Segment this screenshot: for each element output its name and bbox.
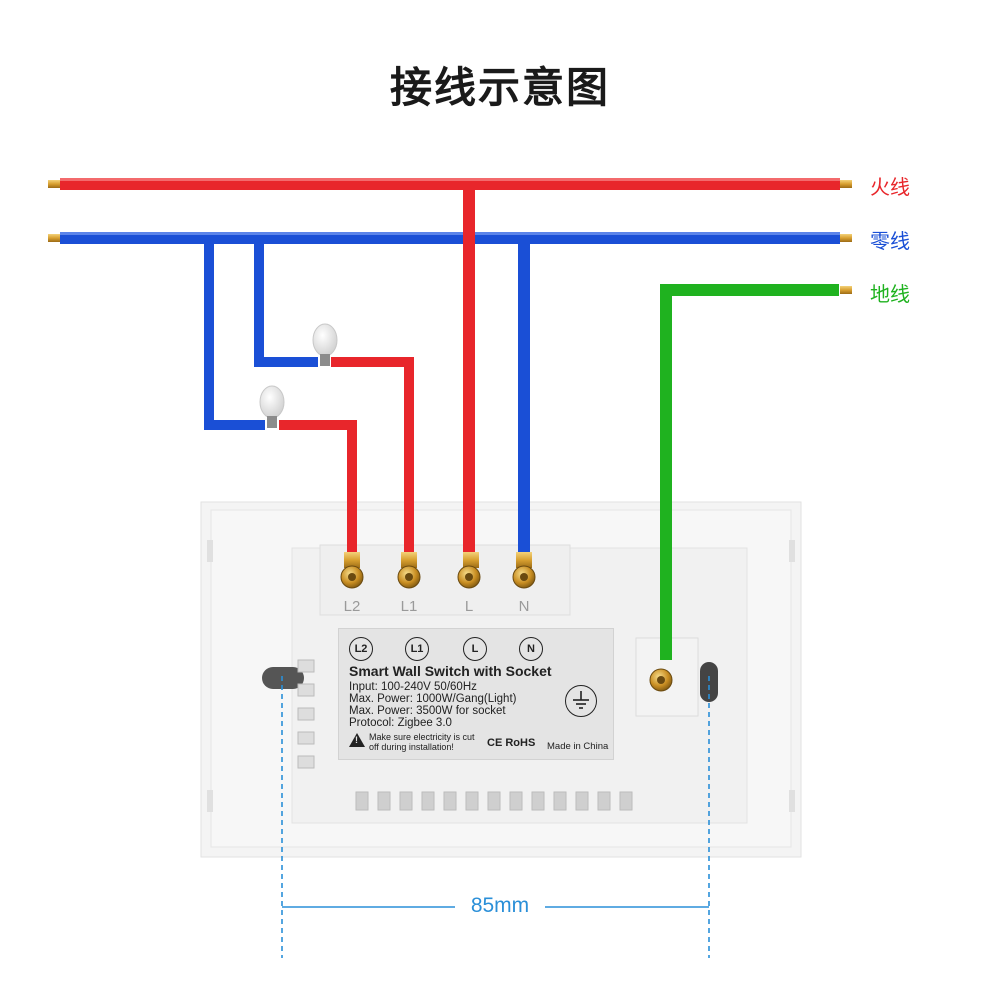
neutral-drop-to-N <box>518 238 530 556</box>
terminal-label-l1: L1 <box>400 598 418 615</box>
neutral-lamp-branches <box>204 238 318 430</box>
live-wire <box>48 178 852 190</box>
switched-live-lines <box>279 357 414 555</box>
lamp-bulb-2-icon <box>259 385 285 428</box>
plate-icon-l: L <box>463 637 487 661</box>
earth-wire <box>660 284 852 660</box>
product-name: Smart Wall Switch with Socket <box>349 663 552 679</box>
live-drop-to-L <box>463 184 475 556</box>
made-in-label: Made in China <box>547 741 609 752</box>
plate-icon-l1: L1 <box>405 637 429 661</box>
spec-line: Max. Power: 1000W/Gang(Light) <box>349 693 517 705</box>
lamp-bulb-1-icon <box>312 323 338 366</box>
product-label-plate: L2 L1 L N Smart Wall Switch with Socket … <box>338 628 614 760</box>
neutral-wire <box>48 232 852 244</box>
certification-marks: CE RoHS <box>487 737 536 749</box>
warning-text: Make sure electricity is cut off during … <box>369 732 475 752</box>
plate-icon-l2: L2 <box>349 637 373 661</box>
terminal-screws <box>340 552 673 692</box>
width-dimension-label: 85mm <box>455 894 545 918</box>
terminal-label-n: N <box>518 598 530 615</box>
spec-line: Max. Power: 3500W for socket <box>349 705 506 717</box>
spec-line: Protocol: Zigbee 3.0 <box>349 717 452 729</box>
plate-icon-n: N <box>519 637 543 661</box>
spec-line: Input: 100-240V 50/60Hz <box>349 681 477 693</box>
diagram-title: 接线示意图 <box>389 63 610 112</box>
earth-wire-label: 地线 <box>870 282 910 306</box>
live-wire-label: 火线 <box>870 175 910 199</box>
terminal-label-l2: L2 <box>343 598 361 615</box>
neutral-wire-label: 零线 <box>870 229 910 253</box>
dimension-lines <box>281 676 710 958</box>
warning-icon <box>349 733 365 747</box>
ground-symbol-icon <box>565 685 597 717</box>
terminal-label-l: L <box>464 598 474 615</box>
